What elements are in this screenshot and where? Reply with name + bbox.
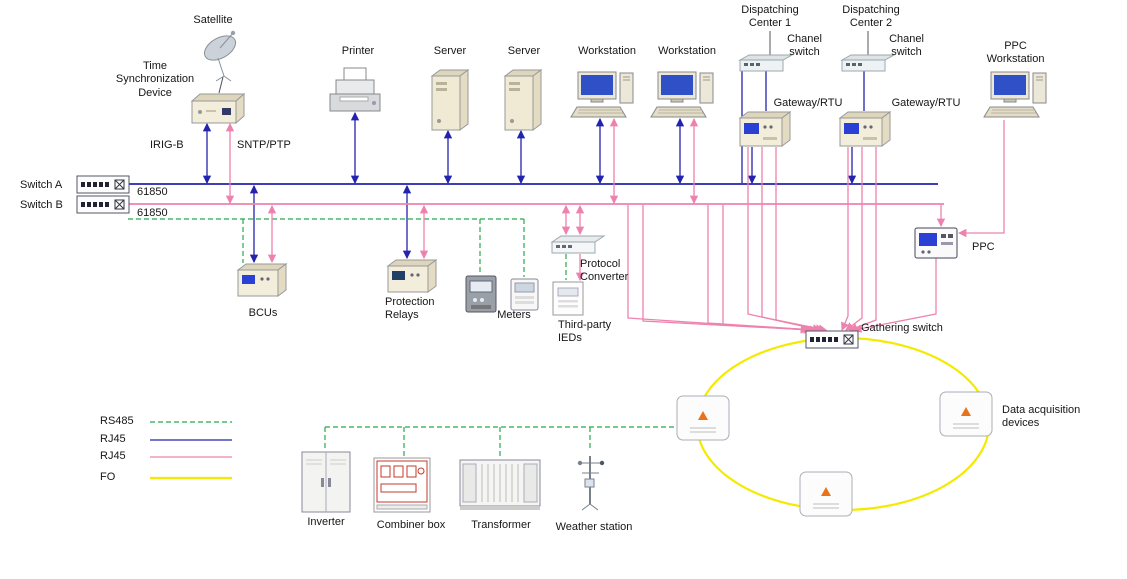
misc-connections [218,31,869,94]
bcu-icon [236,263,288,297]
label-workstation-1: Workstation [578,45,636,57]
channel-switch-icon [840,54,896,72]
meter-icon [465,275,497,313]
rj45-network-b-connections [129,117,1005,334]
label-ppc: PPC [972,241,995,253]
gathering-switch-icon [805,330,859,349]
server-icon [430,69,470,131]
label-protection-relays: Protection Relays [385,296,435,322]
label-bcus: BCUs [248,307,278,319]
server-icon [503,69,543,131]
label-third-party-ieds: Third-party IEDs [558,319,612,345]
label-chanel-switch-2: Chanel switch [889,33,924,59]
label-server-1: Server [433,45,467,57]
channel-switch-icon [738,54,794,72]
label-dispatching-center-2: Dispatching Center 2 [842,4,900,30]
label-irig-b: IRIG-B [150,139,184,151]
data-acquisition-device-icon [799,471,853,517]
label-dispatching-center-1: Dispatching Center 1 [741,4,799,30]
workstation-icon [570,71,634,118]
inverter-icon [301,451,351,513]
label-61850-b: 61850 [137,207,168,219]
ppc-workstation-icon [983,71,1047,118]
protocol-converter-icon [550,235,606,254]
gateway-rtu-icon [738,111,792,147]
label-ppc-workstation: PPC Workstation [986,40,1045,66]
weather-station-icon [577,456,605,511]
rs485-connections [128,218,677,459]
label-gateway-rtu-2: Gateway/RTU [891,97,961,109]
data-acquisition-device-icon [939,391,993,437]
legend-label-rj45-pink: RJ45 [100,450,126,462]
label-time-sync-device: Time Synchronization Device [115,60,195,99]
label-gathering-switch: Gathering switch [861,322,943,334]
workstation-icon [650,71,714,118]
gateway-rtu-icon [838,111,892,147]
meter-icon [510,278,539,311]
transformer-icon [459,459,541,510]
label-protocol-converter: Protocol Converter [580,258,629,284]
ppc-icon [914,227,958,259]
label-satellite: Satellite [193,14,233,26]
combiner-box-icon [373,457,431,513]
label-server-2: Server [507,45,541,57]
label-meters: Meters [497,309,531,321]
printer-icon [329,67,381,112]
label-switch-b: Switch B [20,199,63,211]
label-sntp-ptp: SNTP/PTP [237,139,291,151]
data-acquisition-device-icon [676,395,730,441]
legend-label-fo: FO [100,471,116,483]
label-workstation-2: Workstation [658,45,716,57]
label-switch-a: Switch A [20,179,63,191]
label-combiner-box: Combiner box [376,519,446,531]
label-61850-a: 61850 [137,186,168,198]
switch-b-icon [76,195,130,214]
label-weather-station: Weather station [555,521,633,533]
third-party-ied-icon [552,281,584,316]
label-inverter: Inverter [307,516,345,528]
switch-a-icon [76,175,130,194]
label-gateway-rtu-1: Gateway/RTU [773,97,843,109]
time-sync-device-icon [190,92,246,125]
legend-label-rj45-blue: RJ45 [100,433,126,445]
label-transformer: Transformer [471,519,531,531]
label-chanel-switch-1: Chanel switch [787,33,822,59]
legend-line-samples [150,421,232,480]
satellite-icon [203,30,237,82]
protection-relay-icon [386,259,438,293]
legend-label-rs485: RS485 [100,415,134,427]
label-data-acquisition: Data acquisition devices [1002,404,1081,430]
rj45-network-a-connections [129,71,938,264]
label-printer: Printer [341,45,375,57]
